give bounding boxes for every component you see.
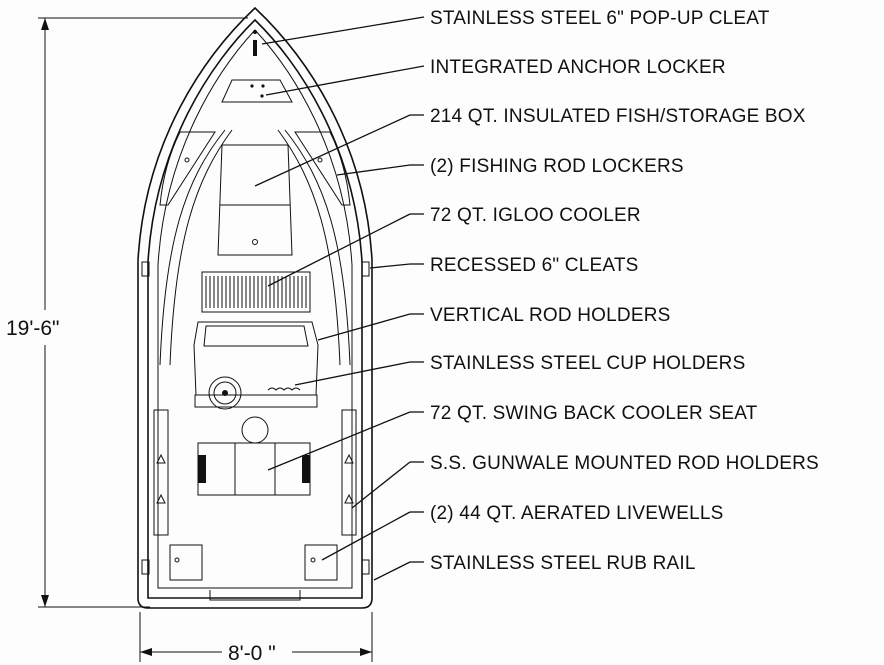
livewells (169, 544, 338, 581)
callout-fish-box: 214 QT. INSULATED FISH/STORAGE BOX (430, 106, 806, 127)
cleat-recess-left-bow (141, 261, 150, 277)
anchor-locker-outline (221, 79, 293, 103)
callout-cooler-seat: 72 QT. SWING BACK COOLER SEAT (430, 403, 758, 424)
callout-popup-cleat: STAINLESS STEEL 6" POP-UP CLEAT (430, 8, 770, 29)
callout-anchor-locker: INTEGRATED ANCHOR LOCKER (430, 57, 726, 78)
leader-recessed-cleats (369, 263, 411, 269)
beam-dimension: 8'-0 " (139, 612, 373, 665)
beam-arrow-left (140, 648, 152, 656)
pop-up-cleat (253, 30, 257, 56)
steering-wheel-outer (208, 376, 242, 410)
rod-holder-right-1 (344, 453, 354, 464)
length-arrow-top (41, 18, 49, 30)
rod-holder-left-1 (156, 453, 166, 464)
leader-lines (254, 16, 425, 581)
leader-vertical-rod-holders (317, 313, 411, 341)
leader-igloo-cooler (267, 213, 411, 287)
leader-fish-box (254, 114, 411, 187)
gunwale-inner-left-2 (169, 129, 233, 366)
leader-gunwale-rod-holders (351, 461, 411, 509)
anchor-locker-dot-1 (250, 84, 254, 88)
gunwale-inner-right (284, 129, 351, 366)
livewell-left-dot (174, 557, 180, 563)
leader-rod-lockers (336, 164, 411, 176)
rod-locker-right (294, 131, 351, 206)
cleat-dot (253, 30, 257, 34)
leader-cup-holders (294, 361, 411, 386)
fishing-rod-lockers (159, 131, 351, 206)
transom-notch (209, 590, 301, 601)
center-console (193, 321, 319, 410)
callout-rod-lockers: (2) FISHING ROD LOCKERS (430, 156, 684, 177)
igloo-cooler-ribs (205, 276, 307, 308)
recessed-cleats (141, 261, 370, 575)
leader-livewells (321, 511, 411, 561)
console-base (194, 394, 318, 408)
rod-holder-right-2 (344, 493, 354, 504)
beam-arrow-right (360, 648, 372, 656)
cleat-recess-right-stern (361, 559, 370, 575)
anchor-locker (221, 79, 293, 103)
hull-deck (157, 29, 353, 589)
hull-outer (137, 6, 373, 609)
callout-vertical-rod-holders: VERTICAL ROD HOLDERS (430, 305, 671, 326)
fish-box-latch (252, 239, 258, 245)
igloo-cooler-body (201, 271, 311, 313)
leader-popup-cleat (261, 16, 425, 45)
seat-cooler-outline (197, 442, 311, 496)
rod-locker-left-dot (184, 157, 190, 163)
fish-storage-box (217, 144, 293, 256)
side-panels (153, 409, 357, 536)
length-dimension: 19'-6" (6, 17, 248, 608)
callout-livewells: (2) 44 QT. AERATED LIVEWELLS (430, 503, 724, 524)
beam-label: 8'-0 " (228, 642, 276, 665)
hull-rub-rail (147, 18, 363, 599)
seat-handle-right (302, 455, 310, 483)
length-arrow-bottom (41, 595, 49, 607)
leader-cooler-seat (267, 411, 411, 471)
cleat-recess-right-bow (361, 261, 370, 277)
cup-holders (267, 387, 301, 391)
side-panel-right (341, 409, 357, 536)
callout-igloo-cooler: 72 QT. IGLOO COOLER (430, 205, 641, 226)
callout-cup-holders: STAINLESS STEEL CUP HOLDERS (430, 353, 745, 374)
gunwale-inner-left (159, 129, 226, 366)
hull (137, 6, 373, 609)
rod-locker-left (159, 131, 216, 206)
leader-anchor-locker (265, 65, 425, 96)
callout-gunwale-rod-holders: S.S. GUNWALE MOUNTED ROD HOLDERS (430, 453, 819, 474)
seat-pedestal (241, 416, 269, 444)
livewell-right (304, 544, 338, 581)
leader-rub-rail (373, 561, 411, 581)
length-label: 19'-6" (6, 317, 60, 340)
rod-holder-left-2 (156, 493, 166, 504)
cleat-recess-left-stern (141, 559, 150, 575)
steering-wheel-inner (213, 381, 237, 405)
rod-locker-right-dot (317, 157, 323, 163)
gunwale-inner-right-2 (277, 129, 341, 366)
callout-labels: STAINLESS STEEL 6" POP-UP CLEAT INTEGRAT… (430, 8, 819, 574)
fish-box-lid (217, 144, 293, 256)
swing-back-cooler-seat (197, 416, 311, 496)
callout-rub-rail: STAINLESS STEEL RUB RAIL (430, 553, 696, 574)
livewell-left (169, 544, 203, 581)
callout-recessed-cleats: RECESSED 6" CLEATS (430, 255, 639, 276)
side-panel-left (153, 409, 169, 536)
anchor-locker-dot-2 (261, 84, 265, 88)
anchor-locker-dot-3 (260, 94, 264, 98)
igloo-cooler (201, 271, 311, 313)
seat-handle-left (198, 455, 206, 483)
livewell-right-dot (310, 557, 316, 563)
console-windshield (203, 325, 309, 347)
